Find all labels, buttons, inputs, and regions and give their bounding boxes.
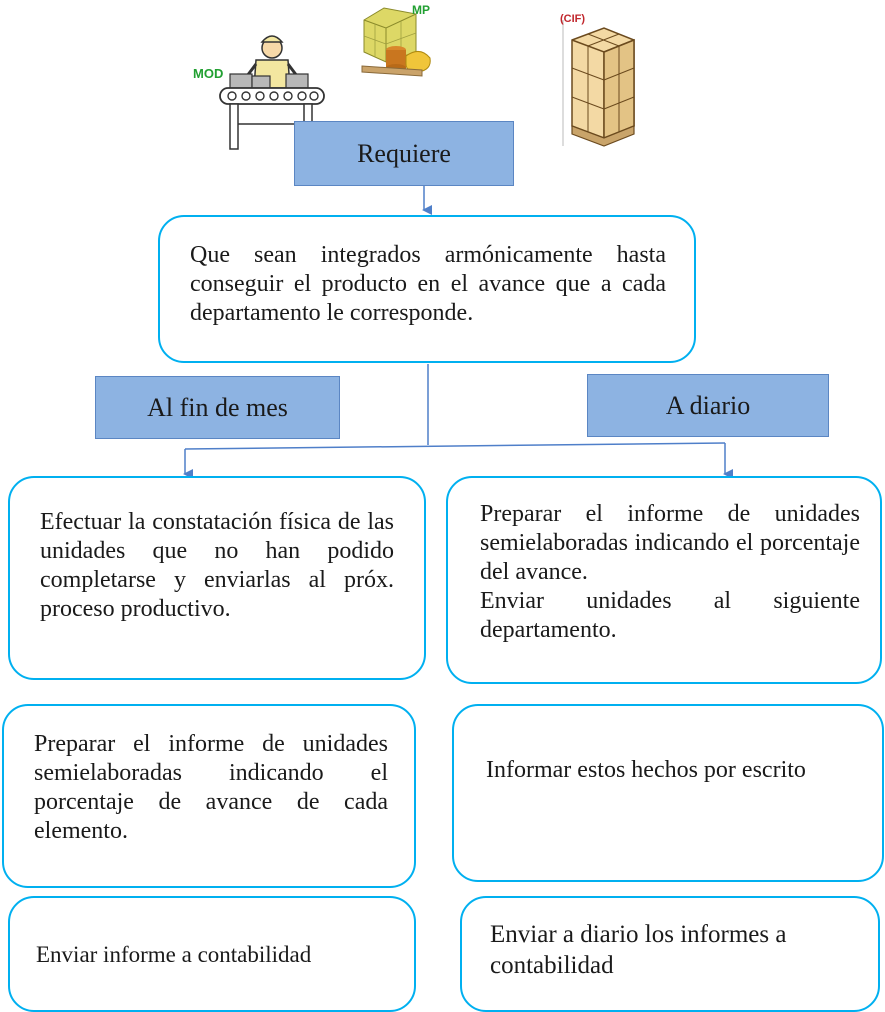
main-box-text: Que sean integrados armónicamente hasta …: [190, 242, 666, 326]
left-box-1: Efectuar la constatación física de las u…: [8, 476, 426, 680]
raw-materials-icon: [356, 0, 436, 80]
main-box: Que sean integrados armónicamente hasta …: [158, 215, 696, 363]
cif-label: (CIF): [560, 13, 586, 25]
branch-label-right: A diario: [587, 374, 829, 437]
right-box-1: Preparar el informe de unidades semielab…: [446, 476, 882, 684]
mod-label: MOD: [193, 66, 224, 81]
branch-label-right-text: A diario: [665, 390, 751, 420]
left-box-3: Enviar informe a contabilidad: [8, 896, 416, 1012]
right-box-1-line2: Enviar unidades al siguiente departament…: [480, 588, 860, 643]
branch-line: [184, 442, 726, 450]
right-box-3: Enviar a diario los informes a contabili…: [460, 896, 880, 1012]
right-box-1-line1: Preparar el informe de unidades semielab…: [480, 501, 860, 585]
branch-label-left-text: Al fin de mes: [147, 392, 288, 422]
right-box-2: Informar estos hechos por escrito: [452, 704, 884, 882]
branch-label-left: Al fin de mes: [95, 376, 340, 439]
right-box-2-text: Informar estos hechos por escrito: [486, 757, 806, 783]
requiere-label: Requiere: [294, 121, 514, 186]
mp-label: MP: [412, 3, 430, 17]
left-box-2-text: Preparar el informe de unidades semielab…: [34, 731, 388, 844]
left-box-1-text: Efectuar la constatación física de las u…: [40, 509, 394, 622]
pallet-boxes-icon: [562, 18, 642, 148]
left-box-3-text: Enviar informe a contabilidad: [36, 941, 312, 967]
requiere-text: Requiere: [357, 138, 451, 168]
right-box-3-text: Enviar a diario los informes a contabili…: [490, 921, 787, 979]
left-box-2: Preparar el informe de unidades semielab…: [2, 704, 416, 888]
